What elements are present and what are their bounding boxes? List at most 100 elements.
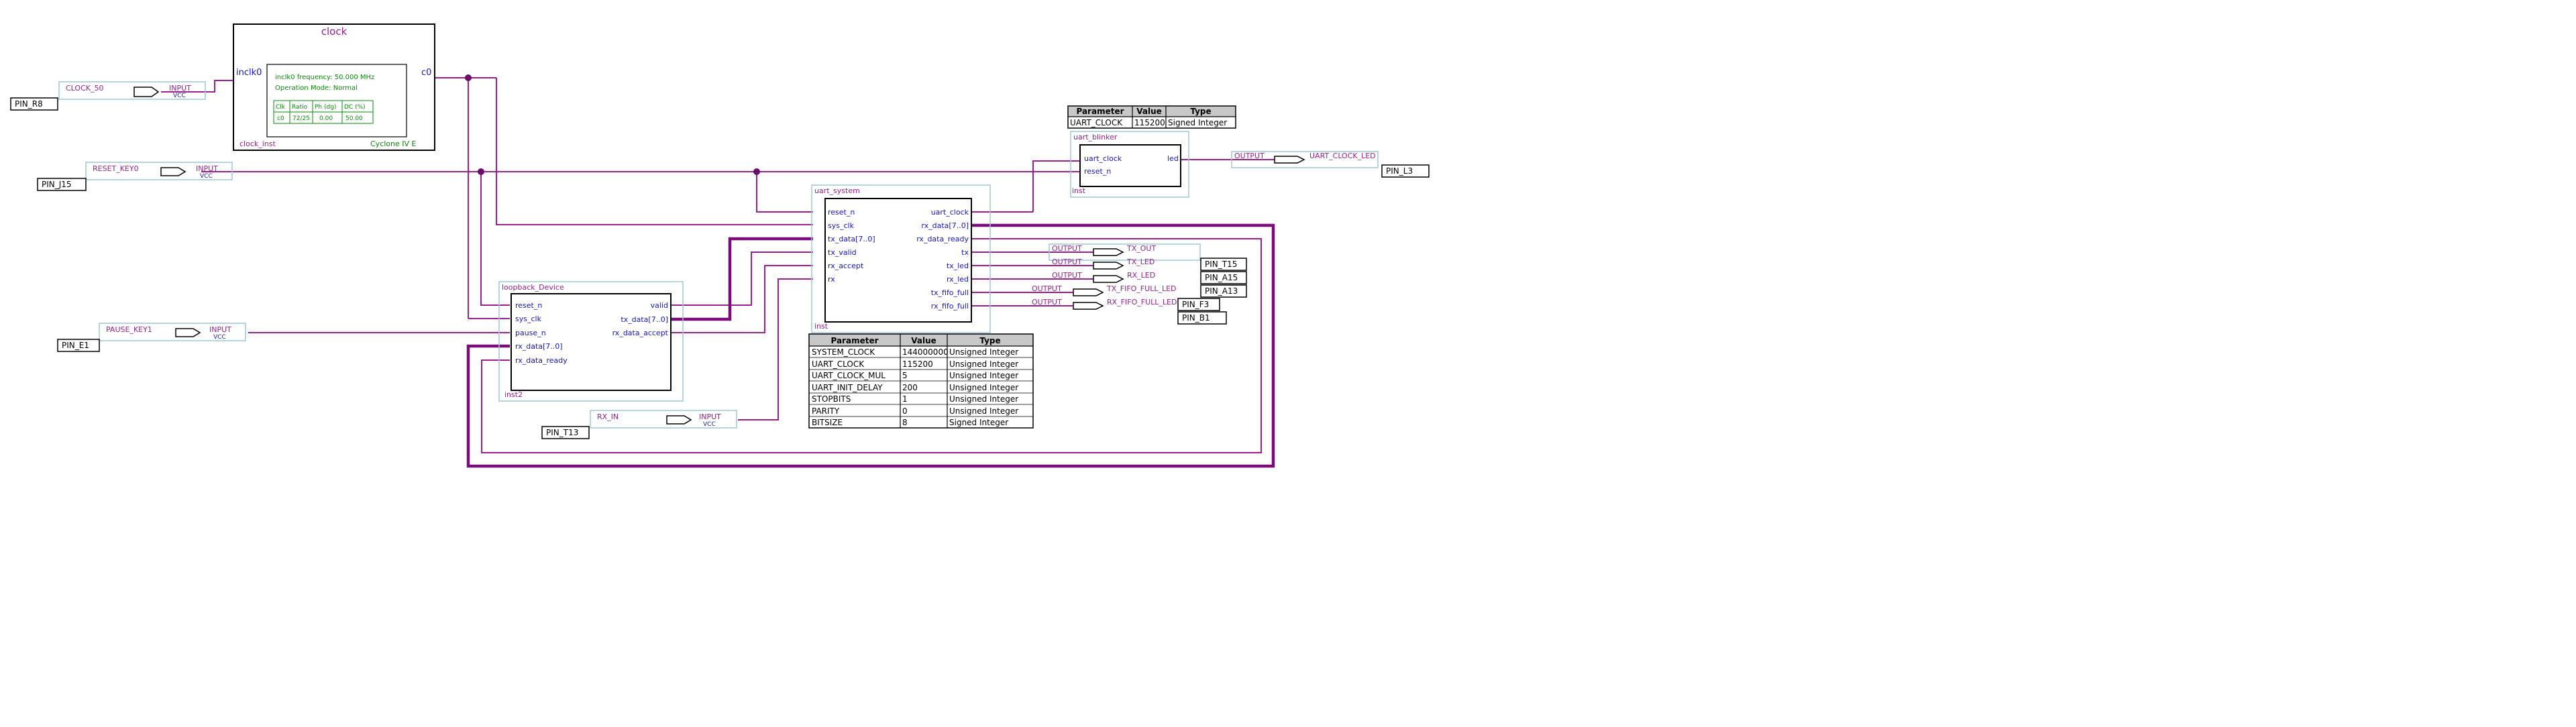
buses [466, 223, 1275, 468]
table-cell: UART_CLOCK [812, 359, 865, 369]
net-label: RX_FIFO_FULL_LED [1107, 298, 1177, 306]
port-out: tx_fifo_full [931, 288, 969, 297]
table-cell: 72/25 [292, 115, 310, 122]
output-pin-rx-led[interactable]: OUTPUT RX_LED PIN_A13 [1052, 271, 1247, 298]
instance-name: clock_inst [239, 139, 276, 148]
pin-label: PIN_A13 [1205, 286, 1238, 296]
table-cell: STOPBITS [812, 394, 851, 404]
port-c0: c0 [421, 68, 431, 78]
uart-system-block[interactable]: uart_system reset_n sys_clk tx_data[7..0… [811, 184, 991, 333]
port-in: tx_valid [828, 248, 857, 257]
port-in: rx_data_ready [515, 356, 568, 365]
net-label: UART_CLOCK_LED [1309, 152, 1376, 160]
port-in: pause_n [515, 329, 546, 337]
junctions [465, 74, 760, 175]
table-cell: Unsigned Integer [949, 359, 1018, 369]
input-pin-reset-key0[interactable]: RESET_KEY0 INPUT VCC PIN_J15 [37, 162, 233, 191]
output-label: OUTPUT [1052, 258, 1082, 266]
table-cell: 1 [902, 394, 908, 404]
table-cell: 144000000 [902, 347, 949, 357]
port-out: tx_data[7..0] [621, 315, 668, 324]
clock-block[interactable]: clock inclk0 c0 inclk0 frequency: 50.000… [233, 23, 435, 151]
port-reset-n: reset_n [1084, 167, 1111, 176]
output-pin-tx-led[interactable]: OUTPUT TX_LED PIN_A15 [1052, 258, 1247, 284]
device-name: Cyclone IV E [370, 139, 417, 148]
table-cell: 50.00 [345, 115, 363, 122]
pin-label: PIN_T15 [1205, 260, 1237, 269]
port-inclk0: inclk0 [236, 68, 262, 78]
output-pin-uart-clock-led[interactable]: OUTPUT UART_CLOCK_LED PIN_L3 [1231, 151, 1430, 178]
vcc-label: VCC [200, 173, 213, 180]
table-cell: PARITY [812, 406, 840, 416]
output-label: OUTPUT [1234, 152, 1265, 160]
input-pin-pause-key1[interactable]: PAUSE_KEY1 INPUT VCC PIN_E1 [57, 323, 246, 352]
table-cell: BITSIZE [812, 418, 843, 427]
pin-label: PIN_R8 [15, 99, 43, 109]
vcc-label: VCC [213, 334, 226, 341]
junction-dot [465, 74, 472, 81]
input-label: INPUT [169, 84, 191, 93]
uart-blinker-param-table: Parameter Value Type UART_CLOCK 115200 S… [1067, 105, 1236, 129]
table-cell: 115200 [902, 359, 933, 369]
output-pin-tx-out[interactable]: OUTPUT TX_OUT PIN_T15 [1049, 243, 1247, 271]
table-cell: UART_CLOCK [1070, 118, 1123, 127]
table-cell: Unsigned Integer [949, 371, 1018, 380]
table-cell: Unsigned Integer [949, 406, 1018, 416]
table-cell: Signed Integer [1168, 118, 1227, 127]
output-label: OUTPUT [1052, 244, 1082, 253]
input-label: INPUT [209, 325, 231, 334]
uart-blinker-block[interactable]: uart_blinker uart_clock reset_n led inst [1070, 131, 1189, 198]
info-mode: Operation Mode: Normal [275, 85, 358, 92]
table-cell: Ph (dg) [315, 104, 336, 111]
port-out: rx_data[7..0] [921, 221, 969, 230]
input-pin-rx-in[interactable]: RX_IN INPUT VCC PIN_T13 [541, 410, 737, 439]
net-label: RX_IN [597, 412, 619, 421]
port-out: tx [961, 248, 969, 257]
port-out: valid [651, 301, 668, 310]
table-cell: Unsigned Integer [949, 383, 1018, 392]
block-title: loopback_Device [502, 283, 564, 292]
port-in: reset_n [515, 301, 542, 310]
vcc-label: VCC [173, 93, 186, 99]
port-out: tx_led [947, 262, 969, 270]
table-header: Parameter [1076, 107, 1124, 116]
port-in: rx_accept [828, 262, 864, 270]
output-pin-rx-fifo-full-led[interactable]: OUTPUT RX_FIFO_FULL_LED PIN_B1 [1032, 298, 1227, 325]
clock-info-table: Clk Ratio Ph (dg) DC (%) c0 72/25 0.00 5… [273, 100, 374, 124]
output-label: OUTPUT [1032, 284, 1062, 293]
loopback-device-block[interactable]: loopback_Device reset_n sys_clk pause_n … [498, 281, 684, 402]
table-cell: UART_INIT_DELAY [812, 383, 883, 392]
wires [161, 77, 1281, 453]
instance-name: inst [814, 322, 828, 331]
port-in: rx [828, 275, 835, 284]
port-out: rx_data_ready [916, 235, 969, 243]
table-header: Type [979, 336, 1000, 345]
port-out: uart_clock [931, 208, 969, 217]
table-header: Parameter [830, 336, 878, 345]
output-label: OUTPUT [1032, 298, 1062, 306]
junction-dot [478, 168, 484, 175]
net-label: CLOCK_50 [66, 84, 103, 93]
port-out: rx_fifo_full [931, 302, 969, 311]
output-pin-tx-fifo-full-led[interactable]: OUTPUT TX_FIFO_FULL_LED PIN_F3 [1032, 284, 1220, 311]
port-in: rx_data[7..0] [515, 342, 563, 351]
table-cell: UART_CLOCK_MUL [812, 371, 885, 380]
table-cell: 5 [902, 371, 908, 380]
junction-dot [753, 168, 760, 175]
table-cell: Ratio [292, 104, 308, 111]
instance-name: inst [1072, 186, 1086, 195]
block-title: uart_system [814, 186, 860, 195]
uart-system-param-table: Parameter Value Type SYSTEM_CLOCK 144000… [808, 333, 1034, 429]
pin-label: PIN_F3 [1182, 300, 1209, 309]
input-pin-clock-50[interactable]: CLOCK_50 INPUT VCC PIN_R8 [10, 81, 206, 111]
net-label: PAUSE_KEY1 [106, 325, 152, 334]
port-uart-clock: uart_clock [1084, 154, 1122, 163]
table-cell: Clk [276, 104, 286, 111]
port-out: rx_data_accept [612, 329, 669, 337]
pin-label: PIN_J15 [42, 180, 72, 189]
table-header: Value [911, 336, 936, 345]
pin-label: PIN_T13 [546, 428, 578, 437]
table-cell: SYSTEM_CLOCK [812, 347, 875, 357]
block-title: uart_blinker [1073, 133, 1118, 142]
